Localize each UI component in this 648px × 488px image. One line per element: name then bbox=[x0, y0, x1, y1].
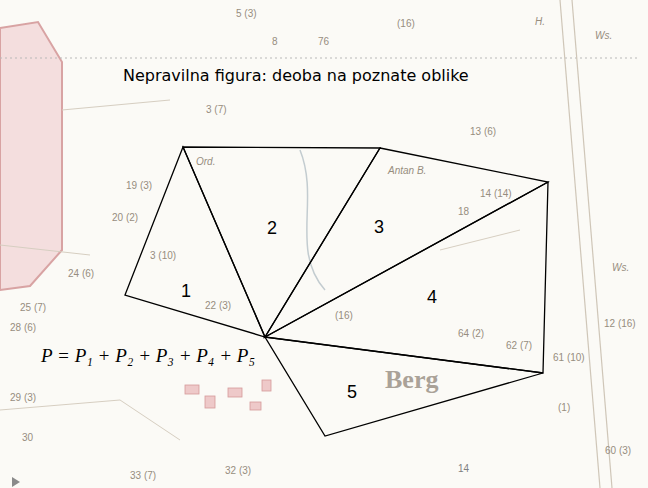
triangle-outline bbox=[265, 182, 548, 373]
map-label: 8 bbox=[272, 36, 278, 47]
map-label: 33 (7) bbox=[130, 470, 156, 481]
map-label: 3 (10) bbox=[150, 250, 176, 261]
parcel-line bbox=[0, 245, 90, 255]
map-label: 20 (2) bbox=[112, 212, 138, 223]
map-label: 24 (6) bbox=[68, 268, 94, 279]
part-number: 3 bbox=[374, 217, 384, 238]
map-label: 29 (3) bbox=[10, 392, 36, 403]
map-label: 30 bbox=[22, 432, 33, 443]
map-label: Antan B. bbox=[388, 165, 426, 176]
map-label: (1) bbox=[558, 402, 570, 413]
map-label: 76 bbox=[318, 36, 329, 47]
map-label: 61 (10) bbox=[553, 352, 585, 363]
map-label: Berg bbox=[385, 366, 438, 395]
map-label: 12 (16) bbox=[604, 318, 636, 329]
map-label: 22 (3) bbox=[205, 300, 231, 311]
road-line bbox=[572, 0, 612, 488]
map-label: Ord. bbox=[196, 156, 215, 167]
part-number: 2 bbox=[267, 218, 277, 239]
pink-parcel bbox=[0, 22, 62, 290]
triangle-part: 4 bbox=[265, 182, 548, 373]
map-label: 64 (2) bbox=[458, 328, 484, 339]
slide-bullet bbox=[12, 477, 20, 487]
part-number: 1 bbox=[181, 281, 191, 302]
map-label: 3 (7) bbox=[206, 104, 227, 115]
slide-title: Nepravilna figura: deoba na poznate obli… bbox=[123, 66, 469, 85]
parcel-line bbox=[62, 100, 170, 110]
page-number: 14 bbox=[458, 463, 469, 474]
area-formula: P = P₁ + P₂ + P₃ + P₄ + P₅ bbox=[41, 346, 255, 367]
parcel-line bbox=[440, 230, 520, 250]
map-label: 25 (7) bbox=[20, 302, 46, 313]
part-number: 5 bbox=[347, 382, 357, 403]
map-label: Ws. bbox=[595, 30, 612, 41]
village-buildings bbox=[185, 380, 271, 410]
road-line bbox=[560, 0, 600, 488]
part-number: 4 bbox=[427, 287, 437, 308]
map-label: H. bbox=[535, 16, 545, 27]
map-label: Ws. bbox=[612, 262, 629, 273]
map-label: 18 bbox=[458, 206, 469, 217]
map-label: 62 (7) bbox=[506, 340, 532, 351]
map-label: 5 (3) bbox=[236, 8, 257, 19]
map-label: 32 (3) bbox=[225, 465, 251, 476]
triangle-outline bbox=[265, 148, 548, 337]
stream bbox=[300, 150, 325, 290]
map-label: (16) bbox=[397, 18, 415, 29]
map-label: 60 (3) bbox=[605, 445, 631, 456]
template-rule bbox=[0, 58, 640, 59]
map-label: (16) bbox=[335, 310, 353, 321]
map-label: 14 (14) bbox=[480, 188, 512, 199]
map-label: 19 (3) bbox=[126, 180, 152, 191]
map-label: 28 (6) bbox=[10, 322, 36, 333]
map-label: 13 (6) bbox=[470, 126, 496, 137]
triangle-part: 3 bbox=[265, 148, 548, 337]
